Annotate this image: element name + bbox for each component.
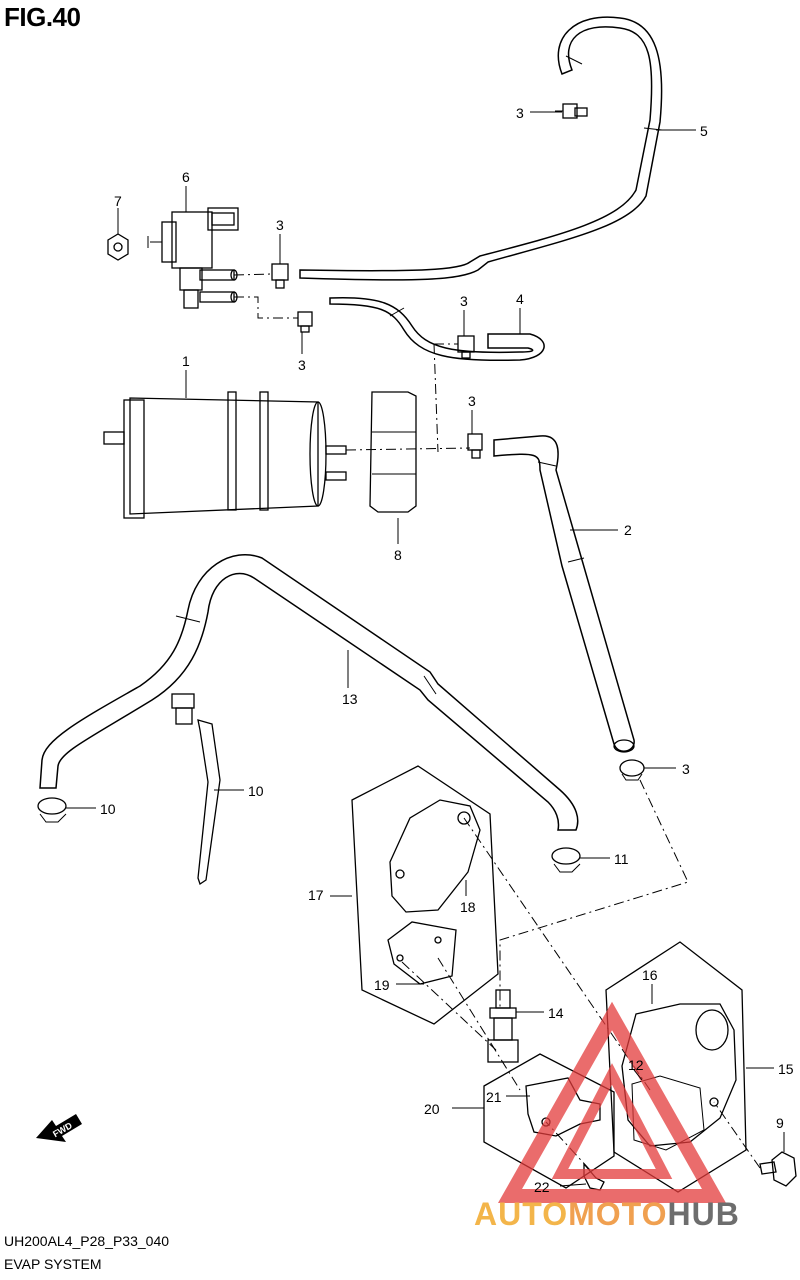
bracket-part-8	[369, 391, 417, 513]
callout-1: 1	[182, 353, 190, 369]
clamp-part-10-b	[551, 847, 581, 873]
callout-10: 11	[614, 851, 629, 867]
forward-direction-arrow: FWD	[36, 1114, 82, 1142]
clamp-part-3-b	[271, 263, 289, 289]
clamp-part-3-e	[467, 433, 483, 459]
callout-17: 18	[460, 899, 476, 915]
callout-9: 10	[248, 783, 264, 799]
watermark-text: AUTOMOTOHUB	[474, 1196, 740, 1233]
clamp-part-10-a	[37, 797, 67, 823]
callout-3: 3	[468, 393, 476, 409]
callout-16: 17	[308, 887, 324, 903]
fitting-part-12	[487, 989, 519, 1063]
bracket-part-18	[387, 921, 457, 985]
bolt-part-19	[759, 1151, 797, 1187]
diagram-name: EVAP SYSTEM	[4, 1256, 102, 1272]
callout-18: 19	[374, 977, 390, 993]
clamp-part-3-c	[297, 311, 313, 333]
callout-6: 6	[182, 169, 190, 185]
canister-part-1	[103, 391, 347, 519]
tie-strap-part-9	[171, 693, 221, 886]
hose-part-4	[329, 296, 545, 362]
watermark-text-hub: HUB	[667, 1196, 740, 1232]
callout-15: 16	[642, 967, 658, 983]
watermark-logo	[497, 1001, 727, 1203]
clamp-part-3-a	[555, 103, 588, 119]
solenoid-valve-part-6	[147, 207, 239, 309]
callout-5: 5	[700, 123, 708, 139]
callout-8: 8	[394, 547, 402, 563]
figure-title: FIG.40	[4, 2, 81, 32]
callout-22: 22	[534, 1179, 550, 1195]
watermark-text-auto: AUTO	[474, 1196, 569, 1232]
bracket-part-14	[631, 1075, 705, 1151]
group-frame-16	[351, 765, 499, 1025]
callout-3: 3	[298, 357, 306, 373]
hose-part-5	[299, 16, 663, 281]
callout-10: 10	[100, 801, 116, 817]
nut-part-7	[107, 233, 129, 261]
callout-3: 3	[682, 761, 690, 777]
group-frame-13	[605, 941, 747, 1193]
callout-4: 4	[516, 291, 524, 307]
callout-3: 3	[516, 105, 524, 121]
callout-3: 3	[460, 293, 468, 309]
callout-labels: 3 5 6 7 3 3 3 4 1 3 2 8 13 10 10 11 3 17…	[100, 105, 794, 1195]
watermark-text-moto: MOTO	[568, 1196, 668, 1232]
hose-part-2	[493, 435, 635, 753]
callout-19: 9	[776, 1115, 784, 1131]
callout-11: 13	[342, 691, 358, 707]
callout-14: 12	[628, 1057, 644, 1073]
group-frame-20	[483, 1053, 615, 1189]
clamp-part-3-f	[619, 759, 645, 781]
callout-12: 14	[548, 1005, 564, 1021]
callout-2: 2	[624, 522, 632, 538]
hose-part-11	[39, 553, 579, 831]
diagram-code: UH200AL4_P28_P33_040	[4, 1233, 170, 1249]
callout-13: 15	[778, 1061, 794, 1077]
leader-lines	[66, 111, 785, 1187]
callout-21: 21	[486, 1089, 502, 1105]
callout-7: 7	[114, 193, 122, 209]
callout-3: 3	[276, 217, 284, 233]
bracket-part-17	[389, 799, 481, 913]
callout-20: 20	[424, 1101, 440, 1117]
